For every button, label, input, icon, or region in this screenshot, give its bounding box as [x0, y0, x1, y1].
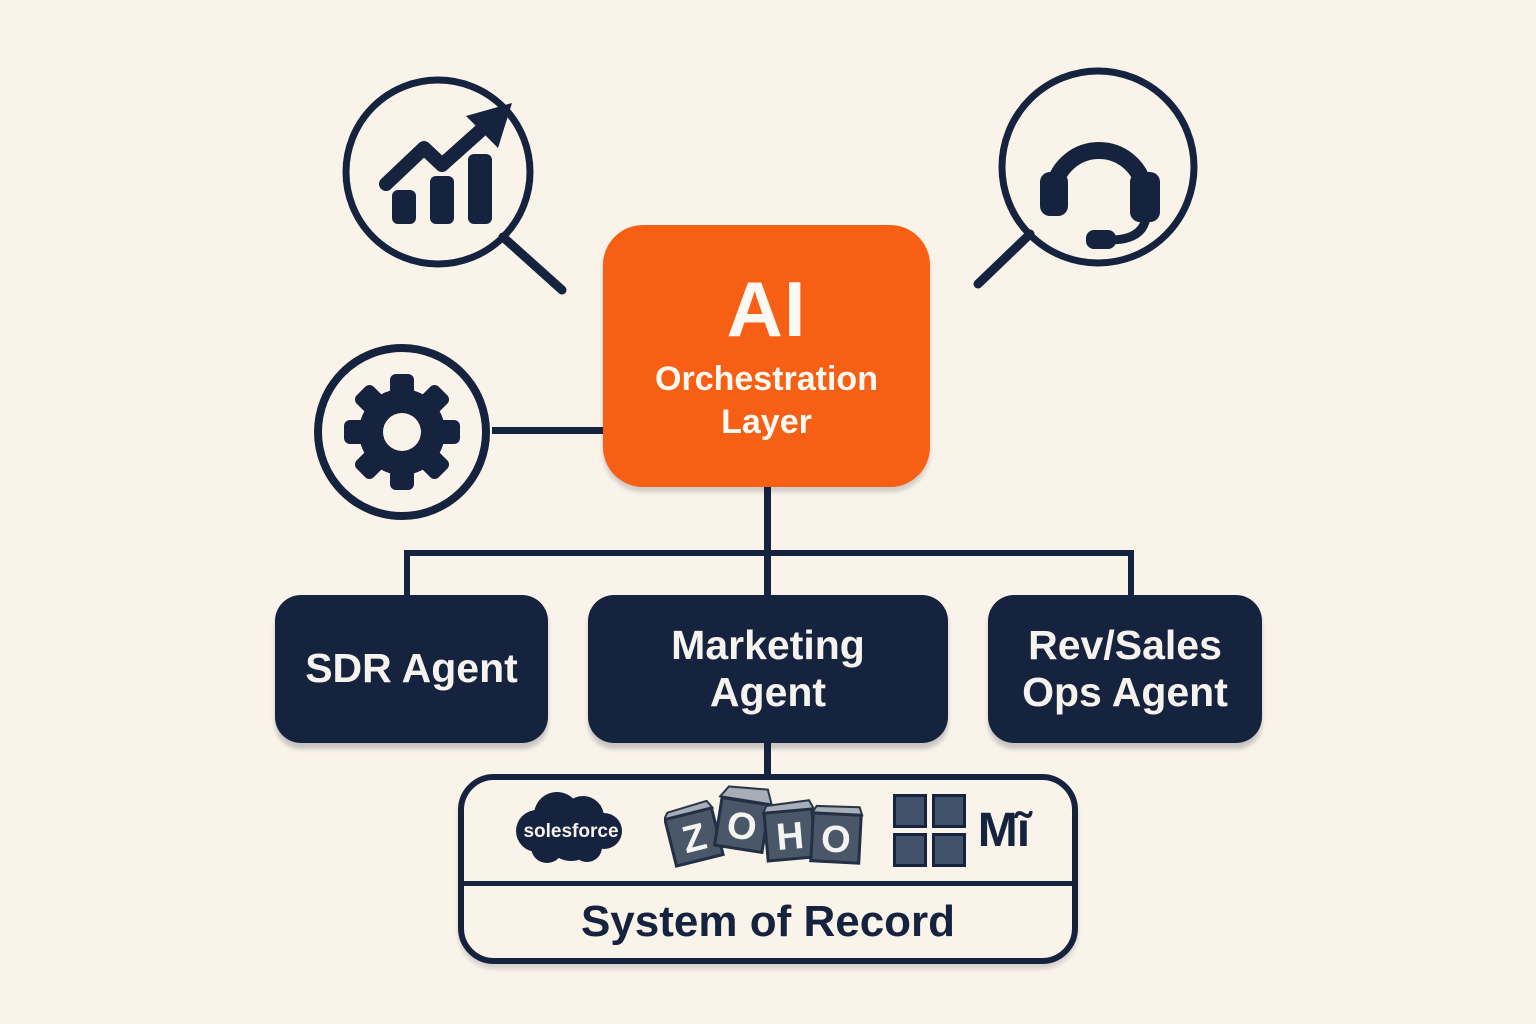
salesforce-logo-text: solesforce [523, 821, 618, 842]
connector-gear-to-orchestrator [492, 427, 604, 434]
zoho-letter-o1: O [724, 803, 760, 849]
zoho-logo-icon: Z O H O [663, 784, 864, 868]
zoho-letter-o2: O [820, 818, 852, 861]
microsoft-square [931, 794, 966, 828]
ai-orchestration-box: AI Orchestration Layer [603, 225, 930, 487]
headset-magnifier-icon [973, 67, 1198, 289]
system-of-record-logos: solesforce Z O H [464, 780, 1072, 881]
system-of-record-divider [464, 881, 1072, 886]
system-of-record-box: solesforce Z O H [458, 774, 1078, 964]
connector-marketing-to-sor [764, 740, 771, 776]
zoho-letter-h: H [774, 814, 805, 858]
marketing-agent-box: Marketing Agent [588, 595, 948, 743]
microsoft-square [931, 833, 966, 867]
microsoft-logo-text: Mĩ [977, 804, 1030, 857]
revsales-ops-agent-box: Rev/Sales Ops Agent [988, 595, 1262, 743]
growth-chart-magnifier-icon [342, 76, 567, 295]
sdr-agent-label: SDR Agent [305, 645, 518, 692]
microsoft-square [892, 833, 927, 867]
microsoft-square [892, 794, 927, 828]
revsales-ops-agent-label: Rev/Sales Ops Agent [1022, 621, 1228, 715]
microsoft-logo: Mĩ [892, 794, 1030, 867]
gear-icon [314, 344, 490, 520]
orchestrator-title: AI [726, 264, 807, 353]
connector-drop-revops [1128, 550, 1134, 598]
orchestrator-subtitle: Orchestration Layer [655, 360, 878, 441]
sdr-agent-box: SDR Agent [275, 595, 548, 743]
marketing-agent-label: Marketing Agent [671, 621, 865, 715]
system-of-record-label: System of Record [580, 897, 956, 946]
connector-drop-marketing [764, 550, 771, 598]
connector-drop-sdr [404, 550, 410, 598]
microsoft-squares-icon [892, 794, 966, 867]
connector-orchestrator-down [764, 487, 771, 553]
salesforce-logo-icon: solesforce [515, 791, 622, 863]
